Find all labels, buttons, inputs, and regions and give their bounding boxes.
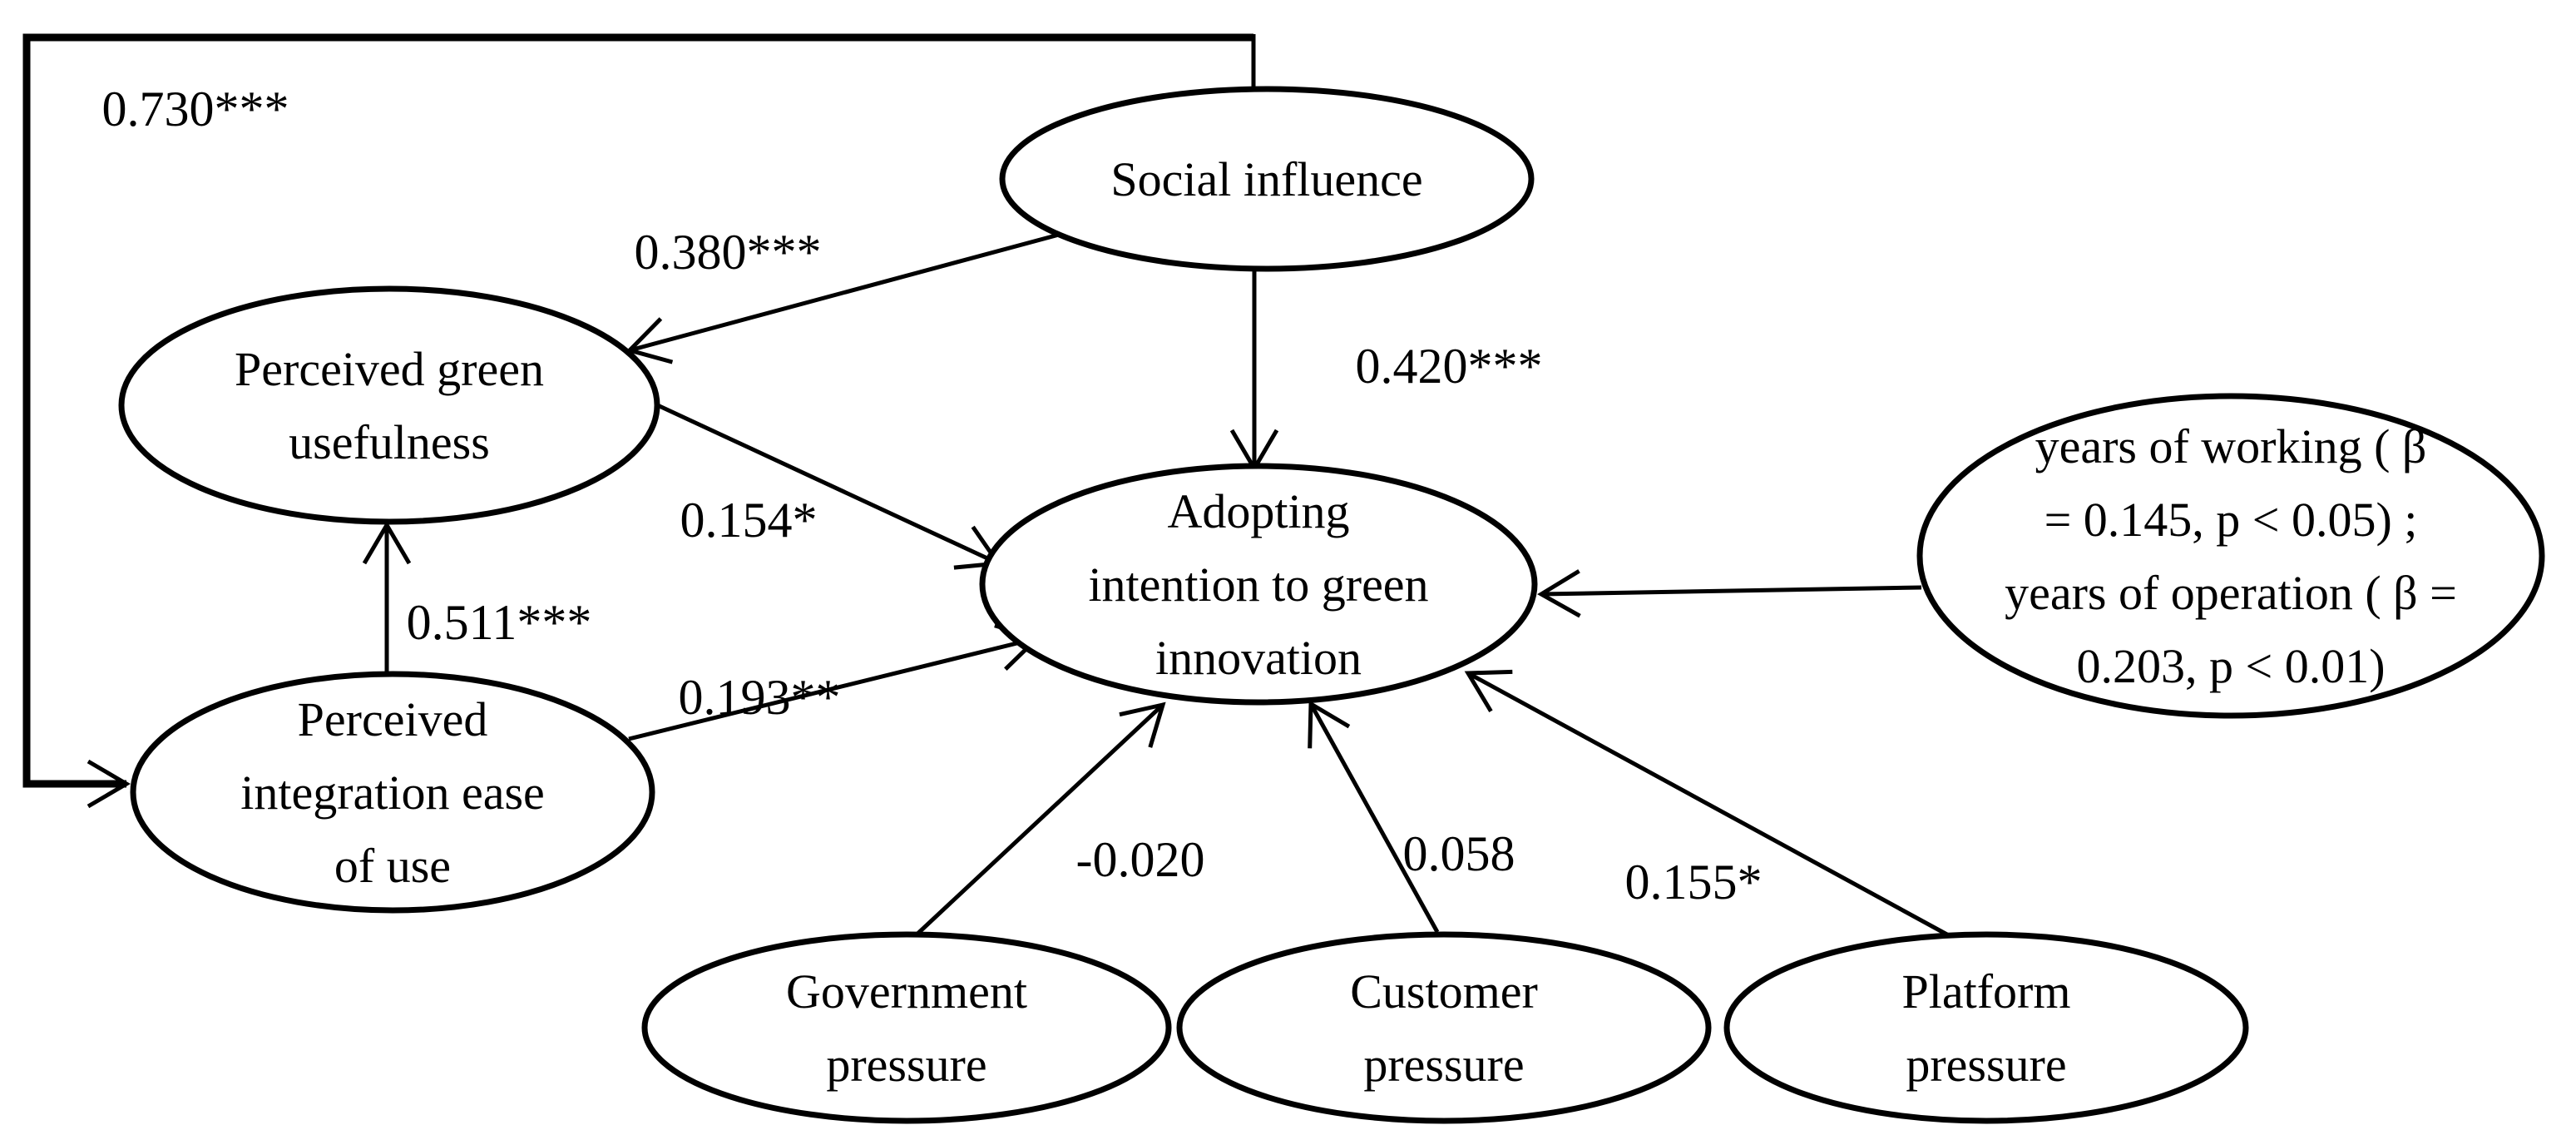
path-control-to-adopt bbox=[1537, 569, 1922, 618]
node-social: Social influence bbox=[999, 86, 1535, 272]
path-plat-to-adopt bbox=[1464, 669, 1956, 941]
coefficient-label-pieou-to-pgu: 0.511*** bbox=[407, 595, 592, 650]
coefficient-label-gov-to-adopt: -0.020 bbox=[1076, 832, 1205, 887]
coefficient-label-plat-to-adopt: 0.155* bbox=[1625, 855, 1763, 910]
node-ellipse-cust bbox=[1176, 931, 1712, 1124]
coefficient-label-pgu-to-adopt: 0.154* bbox=[680, 493, 818, 548]
node-ellipse-gov bbox=[641, 931, 1172, 1124]
path-cust-to-adopt bbox=[1308, 700, 1440, 934]
node-ellipse-social bbox=[999, 86, 1535, 272]
path-pgu-to-adopt bbox=[649, 399, 1002, 570]
node-label-control: years of working ( β= 0.145, p < 0.05) ;… bbox=[2005, 419, 2457, 693]
node-ellipse-pgu bbox=[118, 285, 660, 525]
coefficient-label-social-to-pieou: 0.730*** bbox=[102, 82, 289, 136]
node-ellipse-adopt bbox=[979, 463, 1538, 706]
node-ellipse-pieou bbox=[130, 671, 655, 914]
coefficient-label-social-to-adopt: 0.420*** bbox=[1356, 339, 1543, 394]
path-gov-to-adopt bbox=[913, 701, 1166, 938]
node-ellipse-plat bbox=[1723, 931, 2249, 1124]
coefficient-label-social-to-pgu: 0.380*** bbox=[635, 225, 822, 280]
edges-layer bbox=[22, 33, 1956, 941]
node-ellipse-control bbox=[1916, 393, 2545, 719]
path-social-to-pieou bbox=[22, 33, 1253, 809]
node-control: years of working ( β= 0.145, p < 0.05) ;… bbox=[1916, 393, 2545, 719]
coefficient-label-cust-to-adopt: 0.058 bbox=[1403, 826, 1515, 881]
labels-layer: 0.730*** 0.380*** 0.420*** 0.154* 0.511*** 0.… bbox=[102, 82, 1763, 910]
path-pieou-to-adopt bbox=[628, 623, 1041, 741]
path-social-to-pgu bbox=[625, 232, 1060, 364]
coefficient-label-pieou-to-adopt: 0.193** bbox=[679, 670, 841, 725]
node-label-social: Social influence bbox=[1110, 152, 1422, 206]
